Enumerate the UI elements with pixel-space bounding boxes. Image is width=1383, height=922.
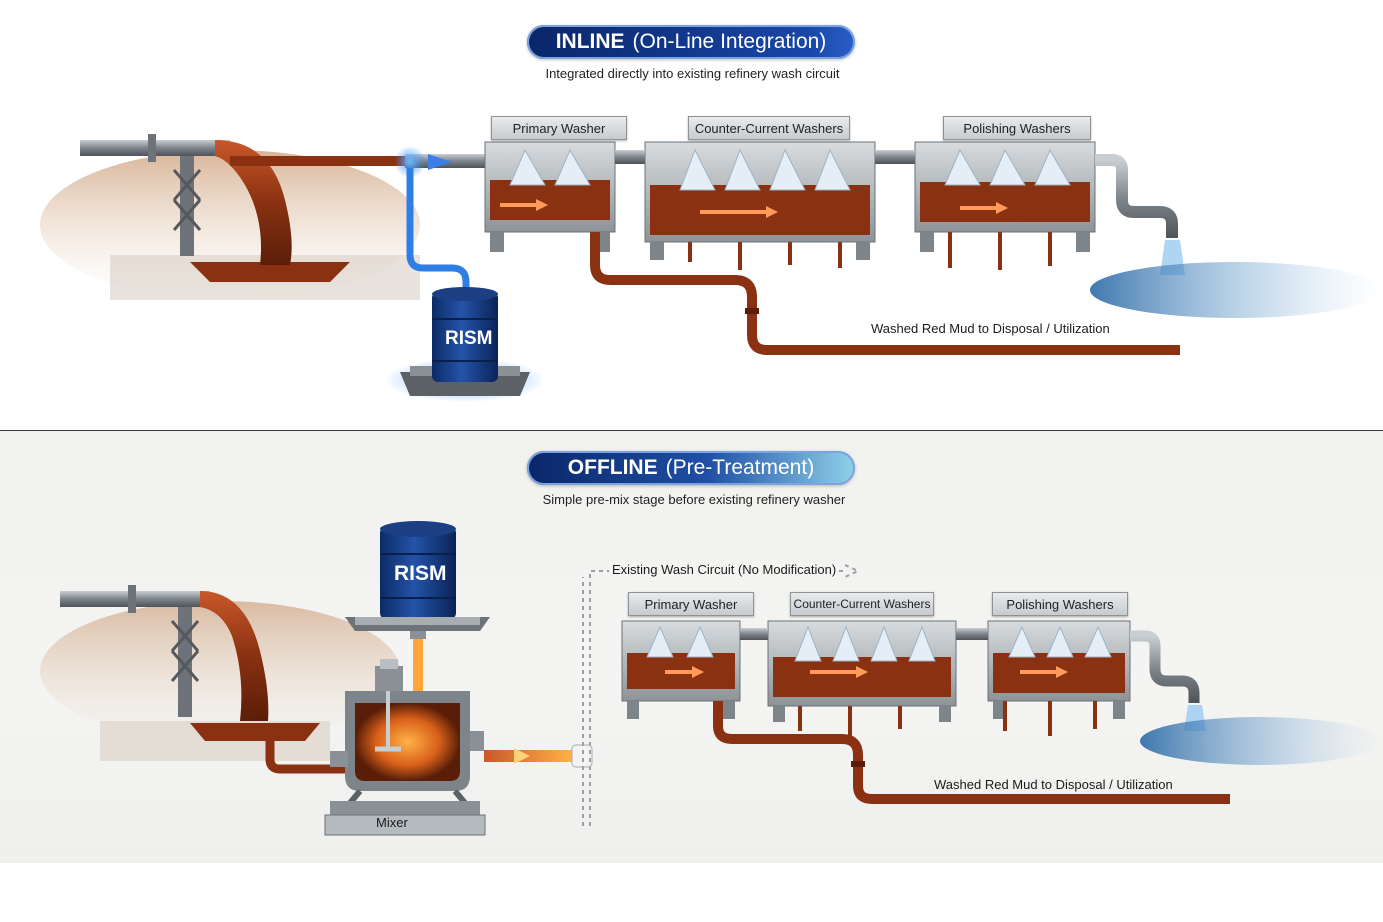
inline-washer-label-primary: Primary Washer <box>491 116 627 140</box>
offline-rism-drum <box>345 521 490 631</box>
inline-washer-label-polishing: Polishing Washers <box>943 116 1091 140</box>
inline-water-outlet <box>1090 154 1380 318</box>
offline-process-diagram <box>40 521 1380 836</box>
offline-washer-label-counter: Counter-Current Washers <box>790 592 934 616</box>
inline-title-bold: INLINE <box>555 30 625 53</box>
offline-panel: OFFLINE (Pre-Treatment) Simple pre-mix s… <box>0 431 1383 863</box>
inline-subtitle: Integrated directly into existing refine… <box>545 66 840 81</box>
offline-mud-to-mixer <box>265 739 345 774</box>
inline-source-ground <box>40 150 420 300</box>
offline-title-bold: OFFLINE <box>567 456 658 479</box>
inline-title-rest: (On-Line Integration) <box>632 30 827 53</box>
inline-washer-label-counter: Counter-Current Washers <box>688 116 850 140</box>
offline-dosing-stream <box>410 631 426 691</box>
inline-interconnects <box>615 150 915 164</box>
offline-hot-flow <box>484 744 593 768</box>
offline-washer-label-polishing: Polishing Washers <box>992 592 1128 616</box>
offline-mud-drips <box>798 701 1097 736</box>
inline-panel: INLINE (On-Line Integration) Integrated … <box>0 0 1383 430</box>
offline-source-pipe <box>60 585 269 721</box>
inline-primary-washer-tank <box>484 141 616 252</box>
offline-rism-label: RISM <box>394 562 447 585</box>
inline-counter-current-tank <box>644 141 876 260</box>
offline-sprayers <box>646 625 1112 662</box>
inline-output-label: Washed Red Mud to Disposal / Utilization <box>871 321 1110 336</box>
offline-mixer-vessel <box>330 659 484 811</box>
inline-sprayers <box>509 148 1071 191</box>
offline-title-rest: (Pre-Treatment) <box>665 456 815 479</box>
inline-process-diagram <box>40 134 1380 402</box>
offline-mixer-label: Mixer <box>376 815 408 830</box>
inline-rism-drum <box>385 287 545 402</box>
offline-outflow-pipe <box>713 701 1230 804</box>
inline-outflow-pipe <box>590 232 1180 355</box>
offline-interconnects <box>740 628 988 640</box>
offline-washer-label-primary: Primary Washer <box>628 592 754 616</box>
offline-output-label: Washed Red Mud to Disposal / Utilization <box>934 777 1173 792</box>
inline-mud-drips <box>688 232 1052 270</box>
inline-feed-line <box>230 146 485 178</box>
offline-title-pill: OFFLINE (Pre-Treatment) <box>527 451 855 485</box>
offline-subtitle: Simple pre-mix stage before existing ref… <box>542 492 846 507</box>
inline-rism-line <box>406 168 470 296</box>
offline-circuit-label: Existing Wash Circuit (No Modification) <box>609 562 840 577</box>
offline-mixer-base <box>324 801 486 836</box>
inline-title-pill: INLINE (On-Line Integration) <box>527 25 855 59</box>
offline-water-outlet <box>1130 630 1380 765</box>
inline-rism-label: RISM <box>445 328 493 349</box>
offline-primary-washer-tank <box>621 620 741 719</box>
offline-counter-current-tank <box>767 620 957 722</box>
inline-source-pipe <box>80 134 292 265</box>
